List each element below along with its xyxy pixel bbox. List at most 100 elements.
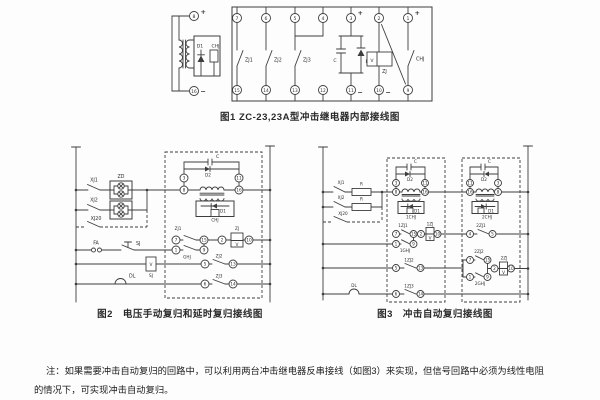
terminal-1: 1 bbox=[175, 248, 178, 254]
fig2-caption: 图2 电压手动复归和延时复归接线图 bbox=[97, 309, 263, 320]
terminal-6: 6 bbox=[395, 292, 398, 297]
terminal-15: 15 bbox=[201, 238, 207, 244]
2zj2-contact-label: 2ZJ2 bbox=[474, 249, 484, 254]
sj-coil-label: SJ bbox=[149, 273, 153, 278]
resistor-r bbox=[351, 203, 372, 211]
terminal-5: 5 bbox=[204, 262, 207, 268]
pushbutton-fa-icon bbox=[91, 247, 96, 253]
fig3-2zj1-row: 4 2ZJ1 5 bbox=[466, 223, 530, 238]
1zj-label: 1ZJ bbox=[427, 222, 434, 227]
terminal-7: 7 bbox=[395, 232, 398, 237]
fig1-case-frame bbox=[231, 6, 433, 102]
v-element-label: V bbox=[370, 58, 374, 64]
fig1-bottom-terminals: 15 14 13 12 11 − 10 − 9 bbox=[232, 85, 413, 102]
v-element-label: V bbox=[502, 270, 505, 275]
footnote: 注：如果需要冲击自动复归的回路中，可以利用两台冲击继电器反串接线（如图3）来实现… bbox=[34, 366, 544, 395]
terminal-14: 14 bbox=[418, 292, 424, 297]
terminal-13: 13 bbox=[292, 88, 298, 94]
transformer-winding bbox=[401, 198, 421, 202]
plus-sign: + bbox=[358, 9, 363, 17]
terminal-3: 3 bbox=[497, 181, 500, 186]
fig2-zj2-row: V SJ 5 ZJ2 13 bbox=[74, 254, 272, 278]
terminal-9: 9 bbox=[407, 88, 410, 94]
diode-d2-icon bbox=[484, 171, 489, 177]
chj-coil bbox=[210, 209, 220, 217]
relay2-dashed-box bbox=[461, 157, 521, 303]
capacitor-c-label: C bbox=[414, 159, 417, 164]
terminal-9: 9 bbox=[203, 248, 206, 254]
zj1-contact-label: ZJ1 bbox=[175, 226, 182, 231]
fig3-caption: 图3 冲击自动复归接线图 bbox=[377, 309, 493, 320]
diode-d2-icon bbox=[357, 49, 365, 56]
bell-dl-icon bbox=[114, 278, 127, 285]
chj-label: CHJ bbox=[211, 44, 219, 50]
xj2-contact-label: XJ2 bbox=[338, 195, 345, 200]
fig2-manual-reset-wiring: XJ1 ZD XJ2 bbox=[71, 145, 275, 303]
terminal-13: 13 bbox=[230, 262, 236, 268]
diode-d1-icon bbox=[212, 203, 217, 209]
minus-sign: − bbox=[201, 88, 206, 96]
fig3-left-rows: XJ1 R XJ2 R XJ20 DL bbox=[321, 180, 393, 296]
terminal-12: 12 bbox=[320, 88, 326, 94]
terminal-15: 15 bbox=[411, 232, 417, 237]
terminal-7: 7 bbox=[175, 238, 178, 244]
terminal-11: 11 bbox=[422, 181, 428, 186]
sj-time-relay-coil bbox=[145, 256, 157, 272]
fig2-relay-input: C D2 3 11 8 16 D1 CHJ bbox=[179, 154, 272, 223]
fig1-input-unit: D1 CHJ 8 + 16 − bbox=[171, 8, 221, 96]
xj1-contact-label: XJ1 bbox=[338, 180, 345, 185]
jumper-2-to-9 bbox=[381, 24, 406, 85]
xj1-contact-label: XJ1 bbox=[90, 178, 98, 184]
bell-dl-icon bbox=[348, 288, 360, 295]
dl-bell-label: DL bbox=[129, 274, 136, 280]
terminal-10: 10 bbox=[508, 266, 514, 271]
2zj-label: 2ZJ bbox=[501, 256, 508, 261]
transformer-winding bbox=[475, 188, 495, 193]
terminal-14: 14 bbox=[263, 88, 269, 94]
fig1-contacts: ZJ1 ZJ2 ZJ3 bbox=[236, 22, 324, 86]
1zj3-contact-label: 1ZJ3 bbox=[404, 284, 414, 289]
sj-coil-v-label: V bbox=[150, 262, 153, 268]
d2-label: D2 bbox=[205, 173, 211, 178]
terminal-13: 13 bbox=[418, 266, 424, 271]
xj20-contact-label: XJ20 bbox=[91, 216, 102, 222]
fig1-caption: 图1 ZC-23,23A型冲击继电器内部接线图 bbox=[220, 112, 400, 123]
zj-label: ZJ bbox=[382, 69, 387, 75]
plus-sign: + bbox=[415, 9, 420, 17]
terminal-4: 4 bbox=[322, 16, 325, 22]
terminal-10: 10 bbox=[246, 238, 252, 244]
chj-coil bbox=[406, 207, 414, 214]
relay-dashed-box bbox=[164, 151, 263, 299]
terminal-8: 8 bbox=[193, 14, 196, 20]
fig1-capacitor-diode: C D2 bbox=[333, 22, 372, 86]
capacitor-c-label: C bbox=[333, 58, 336, 64]
terminal-8: 8 bbox=[497, 190, 500, 195]
fig1-internal-wiring: D1 CHJ 8 + 16 − 7 6 5 4 3 + 2 1 + 15 bbox=[171, 6, 433, 102]
terminal-11: 11 bbox=[348, 88, 354, 94]
r-label: R bbox=[360, 182, 363, 187]
transformer-primary-winding bbox=[178, 39, 183, 69]
terminal-16: 16 bbox=[191, 89, 197, 95]
ghj-contact-label: GHJ bbox=[183, 255, 191, 260]
terminal-11: 11 bbox=[236, 176, 242, 182]
terminal-15: 15 bbox=[485, 258, 491, 263]
capacitor-c-label: C bbox=[216, 154, 219, 160]
terminal-2: 2 bbox=[493, 266, 496, 271]
transformer-winding bbox=[401, 188, 421, 193]
zj2-contact-label: ZJ2 bbox=[274, 58, 282, 64]
v-element-label: V bbox=[429, 236, 432, 241]
fig3-relay2: C D2 11 3 16 8 D1 2CHJ 2ZJ2 bbox=[466, 159, 530, 286]
dl-bell-label: DL bbox=[351, 283, 357, 288]
fig2-fa-sj-row: FA SJ bbox=[74, 241, 173, 253]
fig2-dl-row: DL 6 ZJ3 14 bbox=[74, 274, 272, 289]
terminal-6: 6 bbox=[265, 16, 268, 22]
terminal-16: 16 bbox=[236, 188, 242, 194]
terminal-6: 6 bbox=[204, 282, 207, 288]
xj2-contact-label: XJ2 bbox=[90, 198, 98, 204]
terminal-2: 2 bbox=[378, 16, 381, 22]
fa-button-label: FA bbox=[93, 241, 99, 247]
diode-d1-icon bbox=[197, 55, 205, 62]
d1-label: D1 bbox=[220, 209, 226, 214]
circuit-diagrams: D1 CHJ 8 + 16 − 7 6 5 4 3 + 2 1 + 15 bbox=[71, 6, 533, 303]
terminal-7: 7 bbox=[469, 258, 472, 263]
